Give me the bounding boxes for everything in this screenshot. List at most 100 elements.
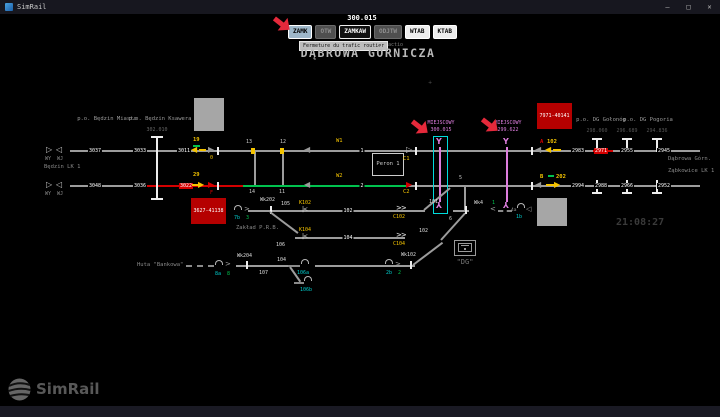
title-bar: SimRail — □ ✕ (0, 0, 720, 14)
signal-label[interactable]: C2 (403, 189, 410, 195)
close-button[interactable]: ✕ (707, 3, 712, 11)
signal-label[interactable]: 106b (300, 287, 313, 293)
station-title: DĄBROWA GÓRNICZA (300, 46, 436, 60)
signal-label[interactable]: B (540, 174, 544, 180)
odjtw-button[interactable]: ODJTW (373, 25, 403, 39)
area-dg-golonog: p.o. DG Gołonóg (576, 117, 626, 123)
crossing-name: MIEJSCOWY (427, 120, 455, 126)
point-number[interactable]: 11 (279, 189, 286, 195)
signal-triangle-icon[interactable] (56, 181, 62, 189)
signal-triangle-icon[interactable] (208, 146, 214, 154)
gray-box (194, 98, 224, 131)
signal-aspect: F (210, 190, 214, 196)
route-chevrons-icon[interactable] (396, 232, 406, 239)
insulation-tick (415, 182, 417, 190)
crossing-line[interactable] (506, 147, 508, 202)
zamk-button[interactable]: ZAMK (288, 25, 313, 39)
minimize-button[interactable]: — (665, 3, 670, 11)
signal-label[interactable]: K104 (299, 227, 312, 233)
signal-triangle-icon[interactable] (304, 146, 310, 154)
direction-arrow-icon[interactable] (554, 181, 560, 189)
milepost-label: 302.010 (146, 127, 168, 133)
route-indicator[interactable]: 19 (193, 137, 200, 143)
signal-label[interactable]: 1b (516, 214, 523, 220)
direction-arrow-icon[interactable] (545, 146, 551, 154)
yard-curve (440, 212, 466, 241)
direction-arrow-icon[interactable] (191, 146, 197, 154)
signal-label: WJ (57, 156, 64, 162)
signal-label[interactable]: 2b (386, 270, 393, 276)
signal-label[interactable]: C104 (393, 241, 406, 247)
shunt-semaphore-icon[interactable] (302, 207, 307, 213)
signal-label[interactable]: K102 (299, 200, 312, 206)
signal-triangle-icon[interactable] (535, 181, 541, 189)
insulation-tick (270, 206, 272, 214)
ktab-button[interactable]: KTAB (432, 25, 457, 39)
yard-track (236, 265, 296, 267)
point-number[interactable]: 13 (246, 139, 253, 145)
maximize-button[interactable]: □ (686, 3, 691, 11)
shunting-signal-icon[interactable] (301, 259, 309, 264)
train-describer[interactable]: 3627-41138 (191, 198, 226, 224)
shunt-arrow-icon[interactable] (225, 261, 231, 268)
signal-label[interactable]: W2 (336, 173, 343, 179)
siding-dashed-track (186, 265, 214, 267)
point-number[interactable]: 5 (459, 175, 463, 181)
signal-triangle-icon[interactable] (46, 146, 52, 154)
shunt-arrow-icon[interactable] (244, 206, 250, 213)
shunt-arrow-icon[interactable] (395, 261, 401, 268)
signal-label[interactable]: C102 (393, 214, 406, 220)
shunting-signal-icon[interactable] (385, 259, 393, 264)
signal-triangle-icon[interactable] (46, 181, 52, 189)
shunting-signal-icon[interactable] (234, 205, 242, 210)
signal-label[interactable]: 7b (234, 215, 241, 221)
signal-triangle-icon[interactable] (406, 146, 412, 154)
train-describer[interactable]: 7971-40141 (537, 103, 572, 129)
crossing-fork-icon[interactable] (436, 138, 442, 146)
signal-label[interactable]: 106a (297, 270, 310, 276)
zamkaw-button[interactable]: ZAMKAW (339, 25, 371, 39)
point-number[interactable]: 14 (249, 189, 256, 195)
signal-triangle-icon[interactable] (526, 206, 531, 213)
route-indicator[interactable]: 29 (193, 172, 200, 178)
signal-label[interactable]: 2 (398, 270, 402, 276)
shunting-signal-icon[interactable] (517, 203, 525, 208)
signal-label: 1 (492, 200, 496, 206)
point-number[interactable]: 12 (280, 139, 287, 145)
signal-label: WY (45, 191, 52, 197)
signal-triangle-icon[interactable] (56, 146, 62, 154)
shunt-arrow-icon[interactable] (490, 206, 496, 213)
signal-label[interactable]: A (540, 139, 544, 145)
signal-triangle-icon[interactable] (208, 181, 214, 189)
clock: 21:08:27 (616, 217, 665, 228)
crossing-line[interactable] (439, 147, 441, 202)
signal-label[interactable]: C1 (403, 156, 410, 162)
point-number[interactable]: 6 (449, 216, 453, 222)
area-bedzin-ksawera: p.o. Będzin Ksawera (128, 116, 192, 122)
insulation-tick (217, 147, 219, 155)
signal-triangle-icon[interactable] (535, 146, 541, 154)
signal-label[interactable]: 3 (246, 215, 250, 221)
point-indicator[interactable] (280, 148, 284, 154)
track-segment-label: 2945 (656, 148, 672, 154)
shunt-semaphore-icon[interactable] (302, 234, 307, 240)
dg-radio-dot (464, 248, 466, 250)
otw-button[interactable]: OTW (315, 25, 337, 39)
signal-label[interactable]: W1 (336, 138, 343, 144)
wtab-button[interactable]: WTAB (405, 25, 430, 39)
signal-label[interactable]: 8a (215, 271, 222, 277)
route-chevrons-icon[interactable] (396, 205, 406, 212)
track-segment-label: 2988 (593, 183, 609, 189)
direction-arrow-icon[interactable] (198, 181, 204, 189)
crossing-fork-icon[interactable] (503, 138, 509, 146)
signal-label[interactable]: 8 (227, 271, 231, 277)
signal-triangle-icon[interactable] (406, 181, 412, 189)
crossing-fork-icon[interactable] (503, 200, 509, 208)
shunting-signal-icon[interactable] (304, 276, 312, 281)
signal-triangle-icon[interactable] (304, 181, 310, 189)
crossover-link (464, 187, 466, 211)
insulation-tick (246, 261, 248, 269)
shunting-signal-icon[interactable] (215, 260, 223, 265)
point-indicator[interactable] (251, 148, 255, 154)
